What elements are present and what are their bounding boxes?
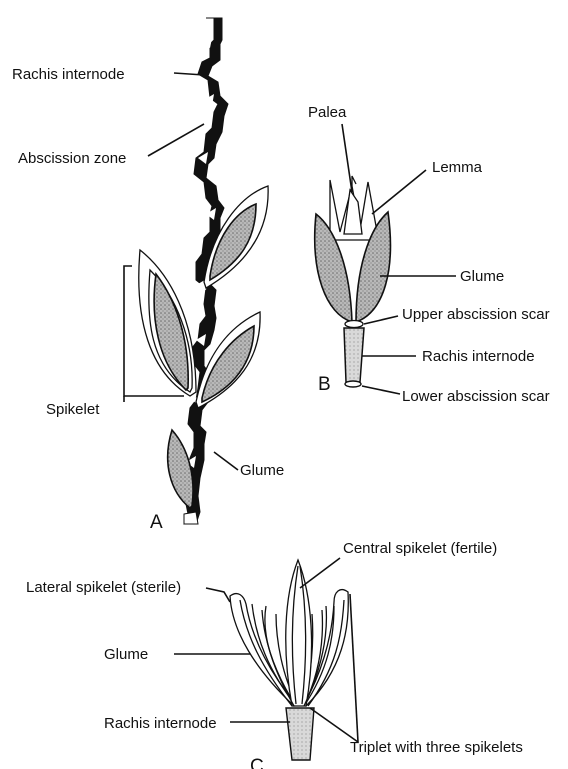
panel-a-label-glume: Glume <box>240 462 284 479</box>
panel-b-leader-palea <box>342 124 352 192</box>
panel-a-leader-glume <box>214 452 238 470</box>
panel-b-lower-abscission-scar <box>345 381 361 387</box>
panel-b-rachis-internode <box>344 328 364 382</box>
panel-b-label-rachis-internode: Rachis internode <box>422 348 535 365</box>
panel-b-upper-abscission-scar <box>345 321 363 328</box>
panel-c-label-central-spikelet: Central spikelet (fertile) <box>343 540 497 557</box>
panel-c-leader-lateral-spikelet <box>206 588 230 602</box>
panel-a-label-abscission-zone: Abscission zone <box>18 150 126 167</box>
panel-c-leader-triplet-2 <box>310 708 358 742</box>
panel-c: Central spikelet (fertile) Lateral spike… <box>26 540 523 769</box>
panel-b-label-lemma: Lemma <box>432 159 483 176</box>
panel-c-label-glume: Glume <box>104 646 148 663</box>
panel-b-leader-upper-scar <box>364 316 398 324</box>
panel-b-label-upper-abscission-scar: Upper abscission scar <box>402 306 550 323</box>
panel-a: Rachis internode Abscission zone Spikele… <box>12 18 284 533</box>
panel-a-label-spikelet: Spikelet <box>46 401 100 418</box>
panel-c-letter: C <box>250 756 264 769</box>
panel-b-label-palea: Palea <box>308 104 347 121</box>
panel-c-label-lateral-spikelet: Lateral spikelet (sterile) <box>26 579 181 596</box>
panel-c-rachis-internode <box>286 708 314 760</box>
panel-c-label-rachis-internode: Rachis internode <box>104 715 217 732</box>
panel-b-leader-lemma <box>372 170 426 214</box>
panel-b-label-glume: Glume <box>460 268 504 285</box>
panel-a-spikelet-lower-left <box>168 430 193 508</box>
panel-b-leader-lower-scar <box>362 386 400 394</box>
panel-b-label-lower-abscission-scar: Lower abscission scar <box>402 388 550 405</box>
panel-a-leader-abscission-zone <box>148 124 204 156</box>
panel-b-florets <box>330 176 376 240</box>
panel-a-spikelet-left <box>139 250 196 396</box>
panel-a-label-rachis-internode: Rachis internode <box>12 66 125 83</box>
panel-b: Palea Lemma Glume Upper abscission scar … <box>308 104 550 405</box>
panel-c-leader-triplet-1 <box>350 594 358 742</box>
panel-a-letter: A <box>150 512 163 533</box>
panel-c-label-triplet: Triplet with three spikelets <box>350 739 523 756</box>
panel-c-leader-central-spikelet <box>300 558 340 588</box>
panel-b-letter: B <box>318 374 331 395</box>
